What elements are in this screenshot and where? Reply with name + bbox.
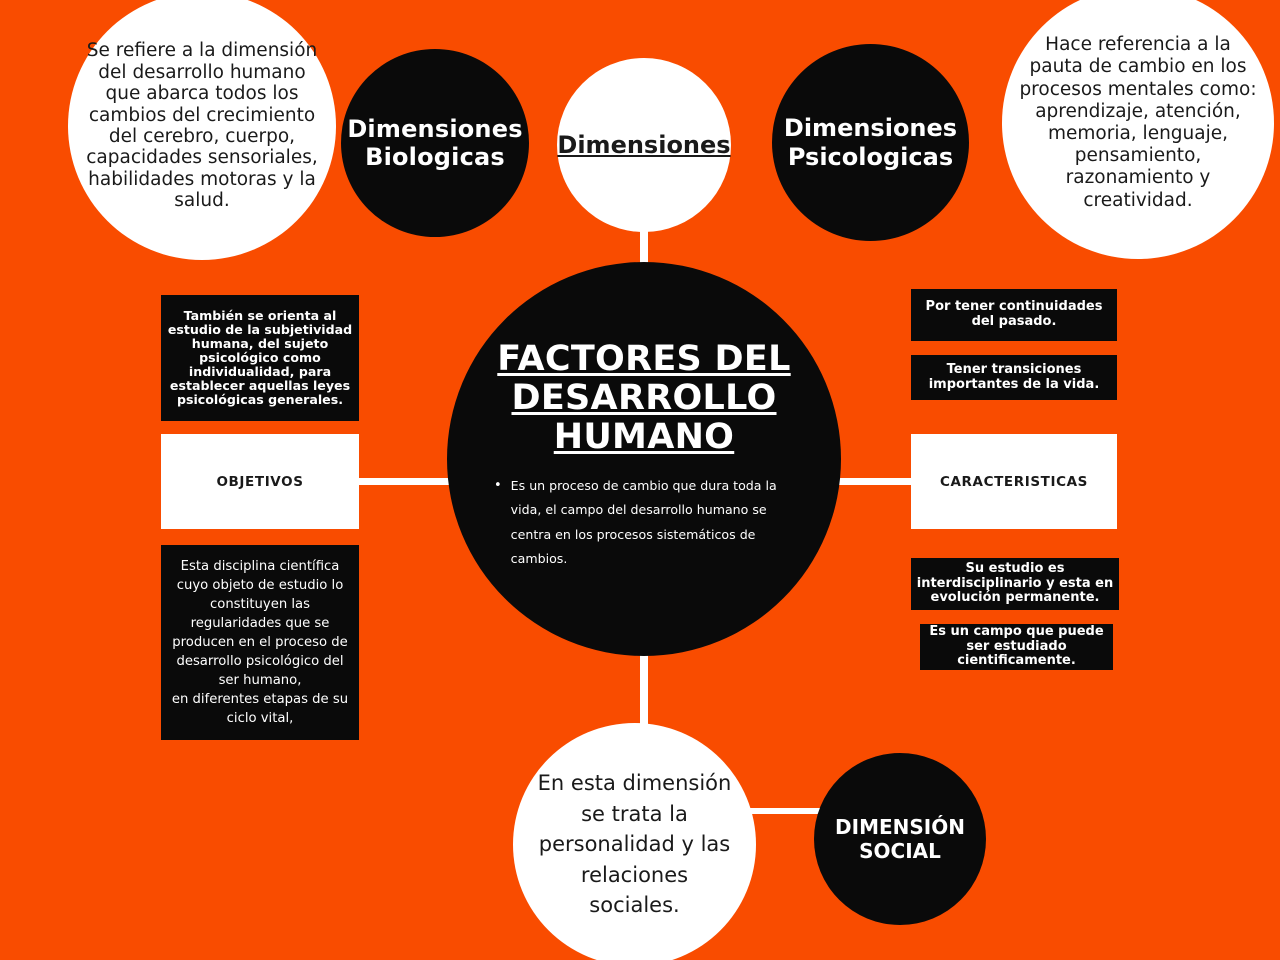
objetivos-description-below-text: Esta disciplina científica cuyo objeto d… (171, 559, 349, 726)
objetivos-label: OBJETIVOS (216, 473, 304, 490)
objetivos-description-above-text: También se orienta al estudio de la subj… (167, 307, 353, 408)
dimensiones-hub-label: Dimensiones (557, 131, 731, 159)
caracteristicas-description-2-text: Tener transiciones importantes de la vid… (928, 361, 1100, 392)
bullet-dot-icon: • (494, 477, 502, 493)
node-objetivos-description-above[interactable]: También se orienta al estudio de la subj… (161, 295, 359, 421)
connector-caracteristicas-to-center (836, 478, 915, 485)
node-caracteristicas-description-3[interactable]: Su estudio es interdisciplinario y esta … (911, 558, 1119, 610)
dimensiones-biologicas-description-text: Se refiere a la dimensión del desarrollo… (86, 40, 318, 212)
center-bullet-list: • Es un proceso de cambio que dura toda … (494, 474, 794, 572)
dimensiones-psicologicas-description-text: Hace referencia a la pauta de cambio en … (1019, 34, 1257, 211)
caracteristicas-description-3-text: Su estudio es interdisciplinario y esta … (916, 560, 1114, 606)
center-bullet-text: Es un proceso de cambio que dura toda la… (510, 477, 777, 567)
connector-center-to-social (640, 648, 648, 738)
node-caracteristicas-description-1[interactable]: Por tener continuidades del pasado. (911, 289, 1117, 341)
connector-dimensiones-to-center (640, 228, 648, 270)
node-caracteristicas[interactable]: CARACTERISTICAS (911, 434, 1117, 529)
caracteristicas-description-4-text: Es un campo que puede ser estudiado cien… (929, 623, 1104, 669)
dimensiones-psicologicas-label: Dimensiones Psicologicas (783, 114, 958, 171)
node-dimensiones-biologicas[interactable]: Dimensiones Biologicas (341, 49, 529, 237)
connector-social-desc-to-social (748, 808, 826, 814)
node-dimension-social[interactable]: DIMENSIÓN SOCIAL (814, 753, 986, 925)
dimension-social-description-text: En esta dimensión se trata la personalid… (537, 771, 732, 918)
node-center-factores-del-desarrollo-humano[interactable]: FACTORES DEL DESARROLLO HUMANO • Es un p… (447, 262, 841, 656)
dimensiones-biologicas-label: Dimensiones Biologicas (347, 114, 523, 171)
node-objetivos[interactable]: OBJETIVOS (161, 434, 359, 529)
page-title: FACTORES DEL DESARROLLO HUMANO (497, 339, 791, 458)
connector-objetivos-to-center (357, 478, 457, 485)
caracteristicas-label: CARACTERISTICAS (940, 473, 1088, 490)
node-dimensiones-psicologicas-description[interactable]: Hace referencia a la pauta de cambio en … (1002, 0, 1274, 259)
node-dimension-social-description[interactable]: En esta dimensión se trata la personalid… (513, 723, 756, 960)
node-dimensiones-biologicas-description[interactable]: Se refiere a la dimensión del desarrollo… (68, 0, 336, 260)
dimension-social-label: DIMENSIÓN SOCIAL (835, 815, 965, 863)
caracteristicas-description-1-text: Por tener continuidades del pasado. (925, 299, 1103, 329)
node-caracteristicas-description-4[interactable]: Es un campo que puede ser estudiado cien… (920, 624, 1113, 670)
node-objetivos-description-below[interactable]: Esta disciplina científica cuyo objeto d… (161, 545, 359, 740)
node-dimensiones-psicologicas[interactable]: Dimensiones Psicologicas (772, 44, 969, 241)
node-caracteristicas-description-2[interactable]: Tener transiciones importantes de la vid… (911, 355, 1117, 400)
node-dimensiones-hub[interactable]: Dimensiones (557, 58, 731, 232)
